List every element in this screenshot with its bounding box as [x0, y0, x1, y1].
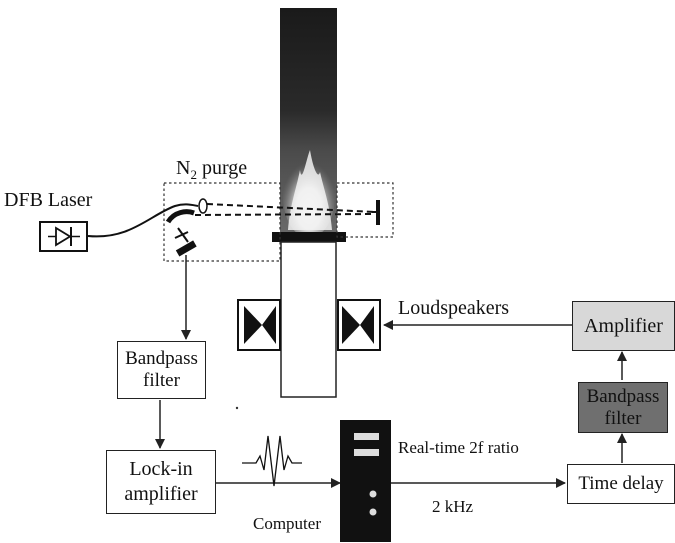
bandpass-filter-right: Bandpass filter: [578, 382, 668, 433]
loudspeakers-label: Loudspeakers: [398, 297, 510, 319]
computer-label: Computer: [253, 514, 321, 533]
2f-signal-waveform-icon: [242, 435, 302, 487]
time-delay-label: Time delay: [578, 473, 664, 494]
lockin-amplifier: Lock-in amplifier: [106, 450, 216, 514]
optical-fiber: [87, 203, 199, 238]
n2-purge-enclosure-left: [163, 182, 281, 262]
amplifier-label: Amplifier: [584, 315, 663, 337]
dfb-laser-diode: [39, 221, 88, 252]
bandpass-left-line1: Bandpass: [125, 348, 198, 369]
laser-beam-upper: [206, 203, 376, 213]
lockin-line2: amplifier: [124, 483, 198, 505]
dfb-laser-label: DFB Laser: [4, 189, 93, 211]
realtime-ratio-label: Real-time 2f ratio: [398, 438, 519, 457]
amplifier-box: Amplifier: [572, 301, 675, 351]
loudspeaker-right: [337, 299, 381, 351]
mirror-icon: [372, 200, 380, 225]
computer-tower-icon: [340, 420, 391, 542]
n2-purge-enclosure-right: [336, 182, 394, 238]
n2-purge-label-n: N: [176, 157, 191, 179]
detector-icon: [174, 227, 197, 257]
lockin-line1: Lock-in: [129, 458, 193, 480]
bandpass-filter-left: Bandpass filter: [117, 341, 206, 399]
laser-beam-lower: [194, 213, 376, 216]
time-delay-box: Time delay: [567, 464, 675, 504]
loudspeaker-left: [237, 299, 281, 351]
bandpass-right-line2: filter: [604, 407, 642, 429]
collimator-lens-icon: [198, 198, 208, 214]
n2-purge-label-sub: 2: [190, 167, 197, 182]
frequency-label: 2 kHz: [432, 497, 474, 516]
stray-dot: [235, 406, 239, 410]
burner-flange: [272, 232, 346, 242]
bandpass-right-line1: Bandpass: [586, 385, 660, 407]
n2-purge-label-rest: purge: [196, 157, 248, 179]
focusing-mirror-icon: [165, 209, 195, 224]
bandpass-left-line2: filter: [143, 370, 180, 391]
plenum: [280, 241, 337, 398]
n2-purge-label: N2 purge: [176, 157, 247, 183]
